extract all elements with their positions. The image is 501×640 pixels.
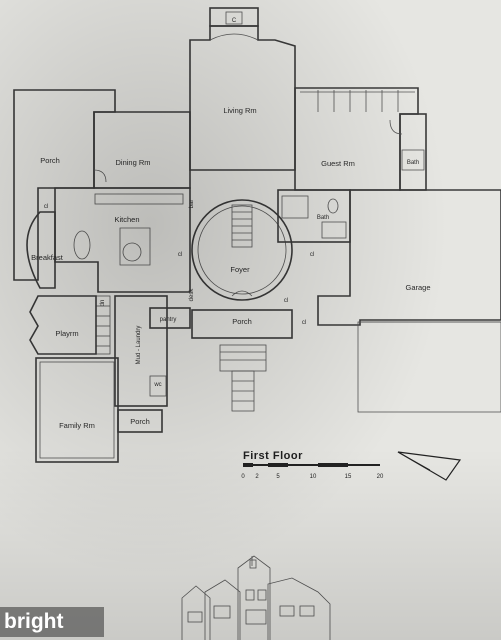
guest-door [389, 119, 403, 135]
label-dn: dn [100, 300, 106, 307]
bath-mid-toilet [327, 198, 339, 214]
label-cl-3: cl [302, 320, 306, 326]
room-kitchen: Kitchen [114, 215, 139, 224]
room-living: Living Rm [223, 106, 256, 115]
playroom-walls [29, 295, 97, 355]
brand-watermark: bright [0, 607, 104, 637]
room-bath-mid: Bath [317, 215, 329, 221]
bath-top-inner [401, 149, 425, 171]
kitchen-table [73, 230, 91, 260]
scale-tick-4: 15 [345, 474, 352, 480]
bath-mid-vanity [321, 221, 347, 239]
living-room-walls [189, 25, 296, 171]
porch-left-walls [13, 89, 116, 281]
kitchen-island-sink [122, 242, 142, 262]
front-steps [219, 344, 267, 412]
room-porch-left: Porch [40, 156, 60, 165]
family-room-inner [39, 361, 115, 459]
scale-tick-3: 10 [310, 474, 317, 480]
foyer-inner-ring [197, 205, 287, 295]
scale-tick-2: 5 [276, 474, 280, 480]
label-cl-4: cl [178, 252, 182, 258]
dining-walls [93, 111, 191, 189]
foyer-door [231, 290, 253, 297]
pantry-walls [149, 307, 191, 329]
fireplace [225, 11, 243, 25]
room-foyer: Foyer [230, 265, 250, 274]
breakfast-walls [26, 211, 56, 289]
kitchen-island [119, 227, 151, 266]
plan-title: First Floor [243, 450, 303, 462]
porch-front-walls [191, 309, 293, 339]
house-elevation-sketch [181, 555, 331, 640]
porch-railing-right [300, 90, 415, 112]
room-mud-laundry: Mud - Laundry [136, 326, 142, 365]
mud-laundry-walls [114, 295, 168, 407]
dining-door [93, 169, 107, 183]
porch-back-walls [117, 409, 163, 433]
wc-walls [149, 375, 167, 397]
label-cl-5: cl [310, 252, 314, 258]
room-porch-front: Porch [232, 317, 252, 326]
scale-tick-5: 20 [377, 474, 384, 480]
label-desk: desk [189, 288, 195, 302]
label-bar: bar [189, 200, 195, 209]
foyer-rotunda [191, 199, 293, 301]
family-room-walls [35, 357, 119, 463]
label-cl-1: cl [44, 204, 48, 210]
north-arrow-icon [397, 451, 462, 481]
bath-mid-tub [281, 195, 309, 219]
room-family: Family Rm [59, 421, 95, 430]
scale-tick-0: 0 [241, 474, 245, 480]
driveway [357, 321, 501, 413]
room-porch-back: Porch [130, 417, 150, 426]
garage-walls [317, 189, 501, 326]
room-dining: Dining Rm [115, 158, 150, 167]
room-bath-top: Bath [407, 160, 419, 166]
room-wc: wc [153, 382, 161, 388]
foyer-stair [231, 204, 253, 248]
living-arc [209, 33, 259, 41]
scale-tick-1: 2 [255, 474, 259, 480]
kitchen-counter-top [94, 193, 184, 205]
fireplace-mark: C [232, 18, 237, 24]
room-playroom: Playrm [55, 329, 78, 338]
room-guest: Guest Rm [321, 159, 355, 168]
bath-top-walls [399, 113, 427, 191]
scale-bar [243, 463, 380, 467]
room-breakfast: Breakfast [31, 253, 64, 262]
room-garage: Garage [405, 283, 430, 292]
room-pantry: pantry [160, 317, 177, 323]
north-arrow-line [397, 451, 431, 471]
label-cl-2: cl [284, 298, 288, 304]
